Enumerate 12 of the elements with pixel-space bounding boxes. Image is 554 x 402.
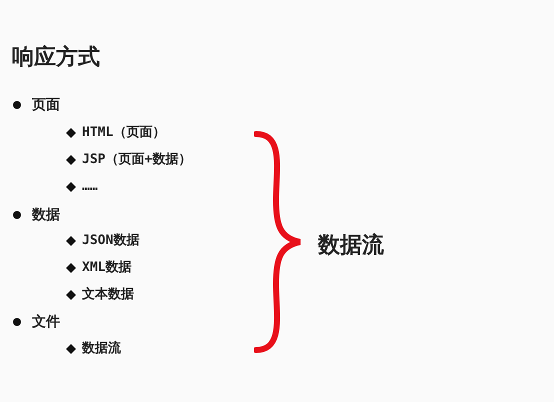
list-item: 文件 — [32, 313, 60, 331]
list-item: HTML（页面） — [82, 124, 166, 142]
heading: 响应方式 — [12, 44, 100, 72]
list-item: 文本数据 — [82, 286, 134, 304]
list-item: XML数据 — [82, 259, 132, 277]
list-item: 数据 — [32, 206, 60, 224]
list-item: JSP（页面+数据） — [82, 151, 192, 169]
list-item: 数据流 — [82, 340, 121, 358]
list-item: 页面 — [32, 96, 60, 114]
list-item: …… — [82, 178, 98, 196]
brace-label: 数据流 — [318, 232, 384, 260]
list-item: JSON数据 — [82, 232, 140, 250]
